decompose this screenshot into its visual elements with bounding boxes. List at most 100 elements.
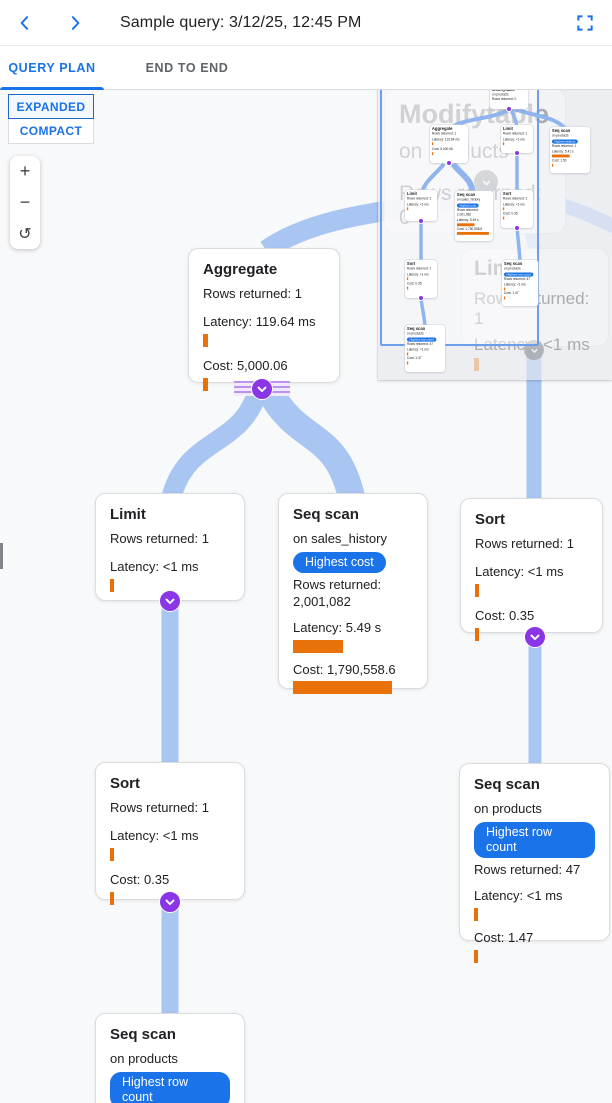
fullscreen-button[interactable]: [570, 8, 600, 38]
plus-icon: +: [19, 161, 31, 181]
node-title: Aggregate: [203, 261, 278, 278]
minimap-chevron-dot: [418, 295, 424, 301]
zoom-in-button[interactable]: +: [10, 156, 40, 187]
node-title: Seq scan: [110, 1026, 176, 1043]
active-tab-underline: [0, 87, 104, 90]
view-toggle-group: EXPANDED COMPACT: [8, 94, 94, 144]
left-scrollbar-thumb[interactable]: [0, 543, 3, 569]
chevron-down-icon: [165, 598, 175, 605]
node-rows: Rows returned: 1: [110, 800, 209, 815]
highest-row-count-badge: Highest row count: [474, 821, 595, 858]
chevron-right-icon: [71, 15, 80, 30]
latency-bar: [474, 907, 478, 921]
plan-node-seq-scan-products[interactable]: Seq scan on products Highest row count R…: [459, 763, 610, 963]
node-rows-value: 2,001,082: [293, 593, 351, 609]
minimap-chevron-dot: [506, 106, 512, 112]
zoom-controls: + − ↺: [10, 156, 40, 249]
header: Sample query: 3/12/25, 12:45 PM: [0, 0, 612, 46]
forward-button[interactable]: [58, 6, 92, 40]
latency-bar: [475, 583, 479, 597]
node-latency: Latency: 119.64 ms: [203, 313, 316, 329]
highest-row-count-badge: Highest row count: [110, 1071, 230, 1103]
node-cost: Cost: 1,790,558.6: [293, 661, 396, 677]
fullscreen-icon: [577, 15, 593, 31]
collapse-chevron-sort-right[interactable]: [524, 626, 546, 648]
collapse-chevron-limit[interactable]: [159, 590, 181, 612]
node-title: Sort: [475, 511, 505, 528]
back-button[interactable]: [8, 6, 42, 40]
node-title: Sort: [110, 775, 140, 792]
compact-label: COMPACT: [19, 124, 83, 138]
tab-query-plan[interactable]: QUERY PLAN: [0, 46, 104, 90]
node-rows-label: Rows returned:: [293, 576, 382, 592]
query-plan-canvas[interactable]: Aggregate Rows returned: 1 Latency: 119.…: [0, 90, 612, 1103]
minimap-node-sort-right: Sort Rows returned: 1 Latency: <1 ms Cos…: [501, 190, 533, 228]
chevron-down-icon: [530, 634, 540, 641]
minimap[interactable]: Modifytable on products Rows returned: 0…: [378, 90, 612, 380]
cost-bar: [203, 377, 208, 391]
node-cost: Cost: 1.47: [474, 929, 534, 945]
highest-cost-badge: Highest cost: [293, 551, 386, 573]
latency-bar: [110, 578, 114, 592]
node-latency: Latency: 5.49 s: [293, 619, 382, 635]
minimap-node-seq-scan-highest-latency: Seq scan on products Highest latency Row…: [550, 127, 590, 173]
expanded-button[interactable]: EXPANDED: [8, 94, 94, 119]
plan-node-aggregate[interactable]: Aggregate Rows returned: 1 Latency: 119.…: [188, 248, 340, 391]
zoom-reset-button[interactable]: ↺: [10, 218, 40, 249]
node-cost: Cost: 5,000.06: [203, 357, 288, 373]
node-latency: Latency: <1 ms: [474, 887, 563, 903]
page-title: Sample query: 3/12/25, 12:45 PM: [120, 13, 362, 31]
node-rows: Rows returned: 1: [475, 536, 574, 551]
node-table: on products: [110, 1051, 178, 1066]
node-title: Seq scan: [293, 506, 359, 523]
compact-button[interactable]: COMPACT: [8, 119, 94, 144]
minimap-node-seq-scan-products: Seq scan on products Highest row count R…: [502, 260, 538, 306]
minimap-node-modifytable: Modifytable on products Rows returned: 0: [490, 90, 528, 109]
node-title: Seq scan: [474, 776, 540, 793]
cost-bar: [475, 627, 479, 641]
node-cost: Cost: 0.35: [110, 871, 170, 887]
expanded-label: EXPANDED: [16, 99, 86, 114]
minimap-node-aggregate: Aggregate Rows returned: 1 Latency: 119.…: [430, 125, 468, 163]
node-rows: Rows returned: 1: [110, 531, 209, 546]
minimap-chevron-dot: [514, 225, 520, 231]
chevron-down-icon: [165, 899, 175, 906]
tab-end-to-end-label: END TO END: [145, 61, 229, 75]
collapse-chevron-aggregate[interactable]: [251, 378, 273, 400]
minimap-chevron-dot: [418, 218, 424, 224]
node-latency: Latency: <1 ms: [475, 563, 564, 579]
cost-bar: [293, 681, 392, 695]
plan-node-sort-right[interactable]: Sort Rows returned: 1 Latency: <1 ms Cos…: [460, 498, 603, 641]
chevron-down-icon: [257, 386, 267, 393]
node-cost: Cost: 0.35: [475, 607, 535, 623]
tab-bar: QUERY PLAN END TO END: [0, 46, 612, 90]
minimap-chevron-dot: [446, 160, 452, 166]
plan-node-limit[interactable]: Limit Rows returned: 1 Latency: <1 ms: [95, 493, 245, 601]
latency-bar: [110, 847, 114, 861]
plan-node-seq-scan-products-bottom[interactable]: Seq scan on products Highest row count R…: [95, 1013, 245, 1103]
minimap-node-limit: Limit Rows returned: 1 Latency: <1 ms: [405, 190, 437, 221]
tab-query-plan-label: QUERY PLAN: [8, 61, 96, 75]
collapse-chevron-sort-left[interactable]: [159, 891, 181, 913]
minimap-node-sort-left: Sort Rows returned: 1 Latency: <1 ms Cos…: [405, 260, 437, 298]
cost-bar: [474, 949, 478, 963]
minimap-node-seq-scan-sales-history: Seq scan on sales_history Highest cost R…: [455, 191, 493, 241]
minimap-node-seq-scan-products-bottom: Seq scan on products Highest row count R…: [405, 325, 445, 372]
cost-bar: [110, 891, 114, 905]
plan-node-sort-left[interactable]: Sort Rows returned: 1 Latency: <1 ms Cos…: [95, 762, 245, 905]
minus-icon: −: [19, 192, 31, 212]
reset-icon: ↺: [18, 225, 32, 243]
chevron-left-icon: [20, 15, 29, 30]
node-latency: Latency: <1 ms: [110, 827, 199, 843]
node-latency: Latency: <1 ms: [110, 558, 199, 574]
tab-end-to-end[interactable]: END TO END: [132, 46, 242, 90]
latency-bar: [203, 333, 208, 347]
node-table: on products: [474, 801, 542, 816]
node-rows: Rows returned: 1: [203, 286, 302, 301]
minimap-node-limit-top: Limit Rows returned: 1 Latency: <1 ms: [501, 125, 533, 153]
node-table: on sales_history: [293, 531, 387, 546]
latency-bar: [293, 639, 343, 653]
zoom-out-button[interactable]: −: [10, 187, 40, 218]
node-title: Limit: [110, 506, 146, 523]
plan-node-seq-scan-sales-history[interactable]: Seq scan on sales_history Highest cost R…: [278, 493, 428, 695]
